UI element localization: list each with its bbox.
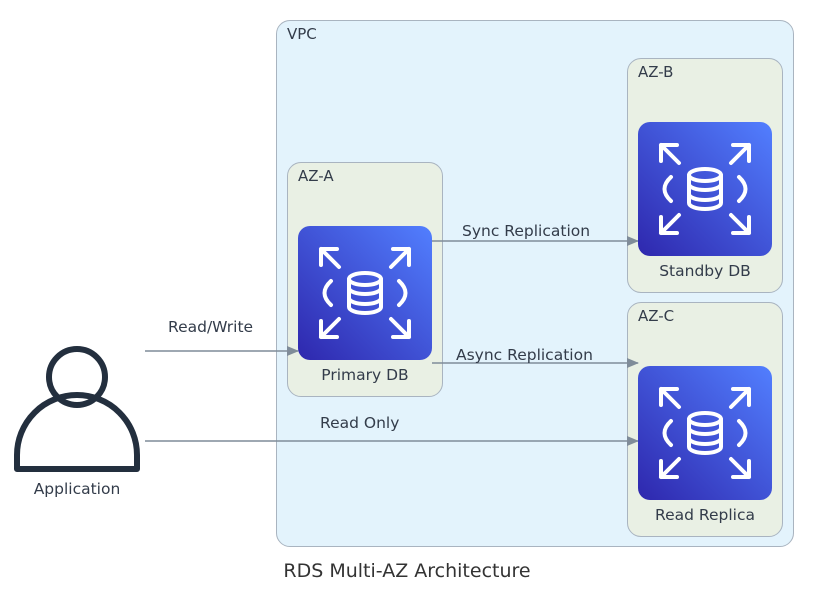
rds-database-icon bbox=[319, 247, 411, 339]
read-replica-label: Read Replica bbox=[655, 506, 755, 524]
edge-label-read-write: Read/Write bbox=[168, 318, 254, 336]
edge-label-sync: Sync Replication bbox=[462, 222, 591, 240]
user-icon bbox=[14, 346, 140, 472]
az-b-label: AZ-B bbox=[638, 63, 674, 81]
standby-db-node bbox=[638, 122, 772, 256]
edge-label-read-only: Read Only bbox=[320, 414, 400, 432]
rds-database-icon bbox=[659, 387, 751, 479]
edge-label-async: Async Replication bbox=[456, 346, 593, 364]
vpc-label: VPC bbox=[287, 25, 317, 43]
primary-db-node bbox=[298, 226, 432, 360]
az-a-label: AZ-A bbox=[298, 167, 334, 185]
primary-db-label: Primary DB bbox=[321, 366, 409, 384]
rds-database-icon bbox=[659, 143, 751, 235]
diagram-title: RDS Multi-AZ Architecture bbox=[283, 560, 531, 582]
az-c-label: AZ-C bbox=[638, 307, 675, 325]
application-label: Application bbox=[33, 480, 121, 498]
read-replica-node bbox=[638, 366, 772, 500]
standby-db-label: Standby DB bbox=[659, 262, 751, 280]
